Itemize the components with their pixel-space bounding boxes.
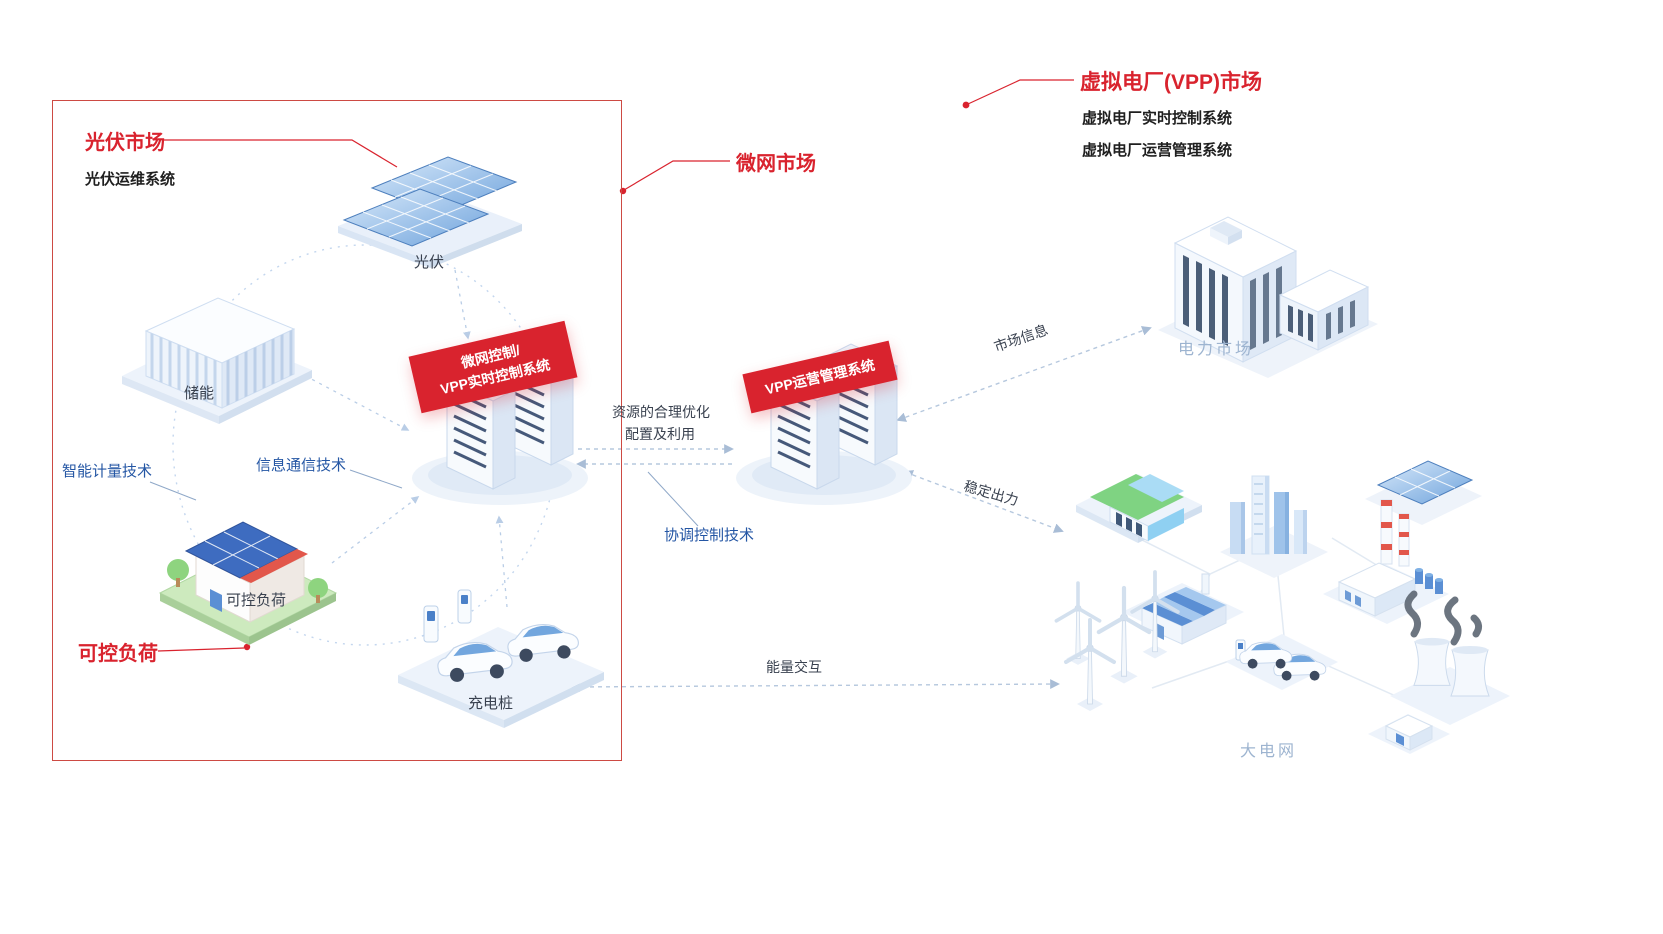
microgrid-market-box (52, 100, 622, 761)
factory-chimneys-illustration (1323, 499, 1449, 624)
coordination-label: 协调控制技术 (664, 527, 755, 544)
microgrid-market-title: 微网市场 (736, 153, 816, 175)
vpp-system-line1: 虚拟电厂实时控制系统 (1082, 110, 1233, 127)
energy-exchange-label: 能量交互 (766, 659, 822, 675)
system-arrows (570, 326, 1152, 692)
vpp-system-line2: 虚拟电厂运营管理系统 (1082, 142, 1233, 159)
microgrid-asset-links (297, 269, 508, 608)
storage-illustration (122, 297, 312, 424)
house-illustration (158, 521, 338, 645)
charging-station-illustration (398, 589, 604, 728)
smart-metering-label: 智能计量技术 (62, 463, 153, 480)
grid-ev-illustration (1226, 634, 1338, 690)
smoke-icon (1404, 590, 1483, 646)
pv-asset-label: 光伏 (414, 254, 445, 271)
resource-optimization-line2: 配置及利用 (625, 426, 695, 442)
cooling-towers-illustration (1390, 590, 1510, 725)
solar-array-illustration (338, 156, 522, 268)
house-asset-label: 可控负荷 (226, 592, 287, 609)
label-pointer-lines (149, 469, 699, 527)
grid-solar-illustration (1365, 460, 1482, 525)
power-market-label: 电力市场 (1178, 341, 1255, 358)
wind-turbines-illustration (1054, 570, 1180, 713)
charging-asset-label: 充电桩 (468, 695, 514, 712)
storage-asset-label: 储能 (184, 385, 215, 402)
ict-label: 信息通信技术 (256, 457, 347, 474)
grid-scene-illustration (1054, 460, 1510, 754)
vpp-market-title: 虚拟电厂(VPP)市场 (1080, 71, 1263, 94)
hydro-dam-illustration (1076, 474, 1202, 543)
pv-market-title: 光伏市场 (85, 132, 165, 154)
red-connectors (157, 79, 1074, 652)
resource-optimization-line1: 资源的合理优化 (612, 404, 710, 420)
substation-illustration (1368, 714, 1450, 754)
power-market-building-illustration (1158, 216, 1378, 378)
big-grid-label: 大电网 (1240, 743, 1298, 760)
pv-market-subtitle: 光伏运维系统 (85, 171, 176, 188)
city-buildings-illustration (1220, 475, 1328, 578)
controllable-load-title: 可控负荷 (78, 643, 158, 665)
